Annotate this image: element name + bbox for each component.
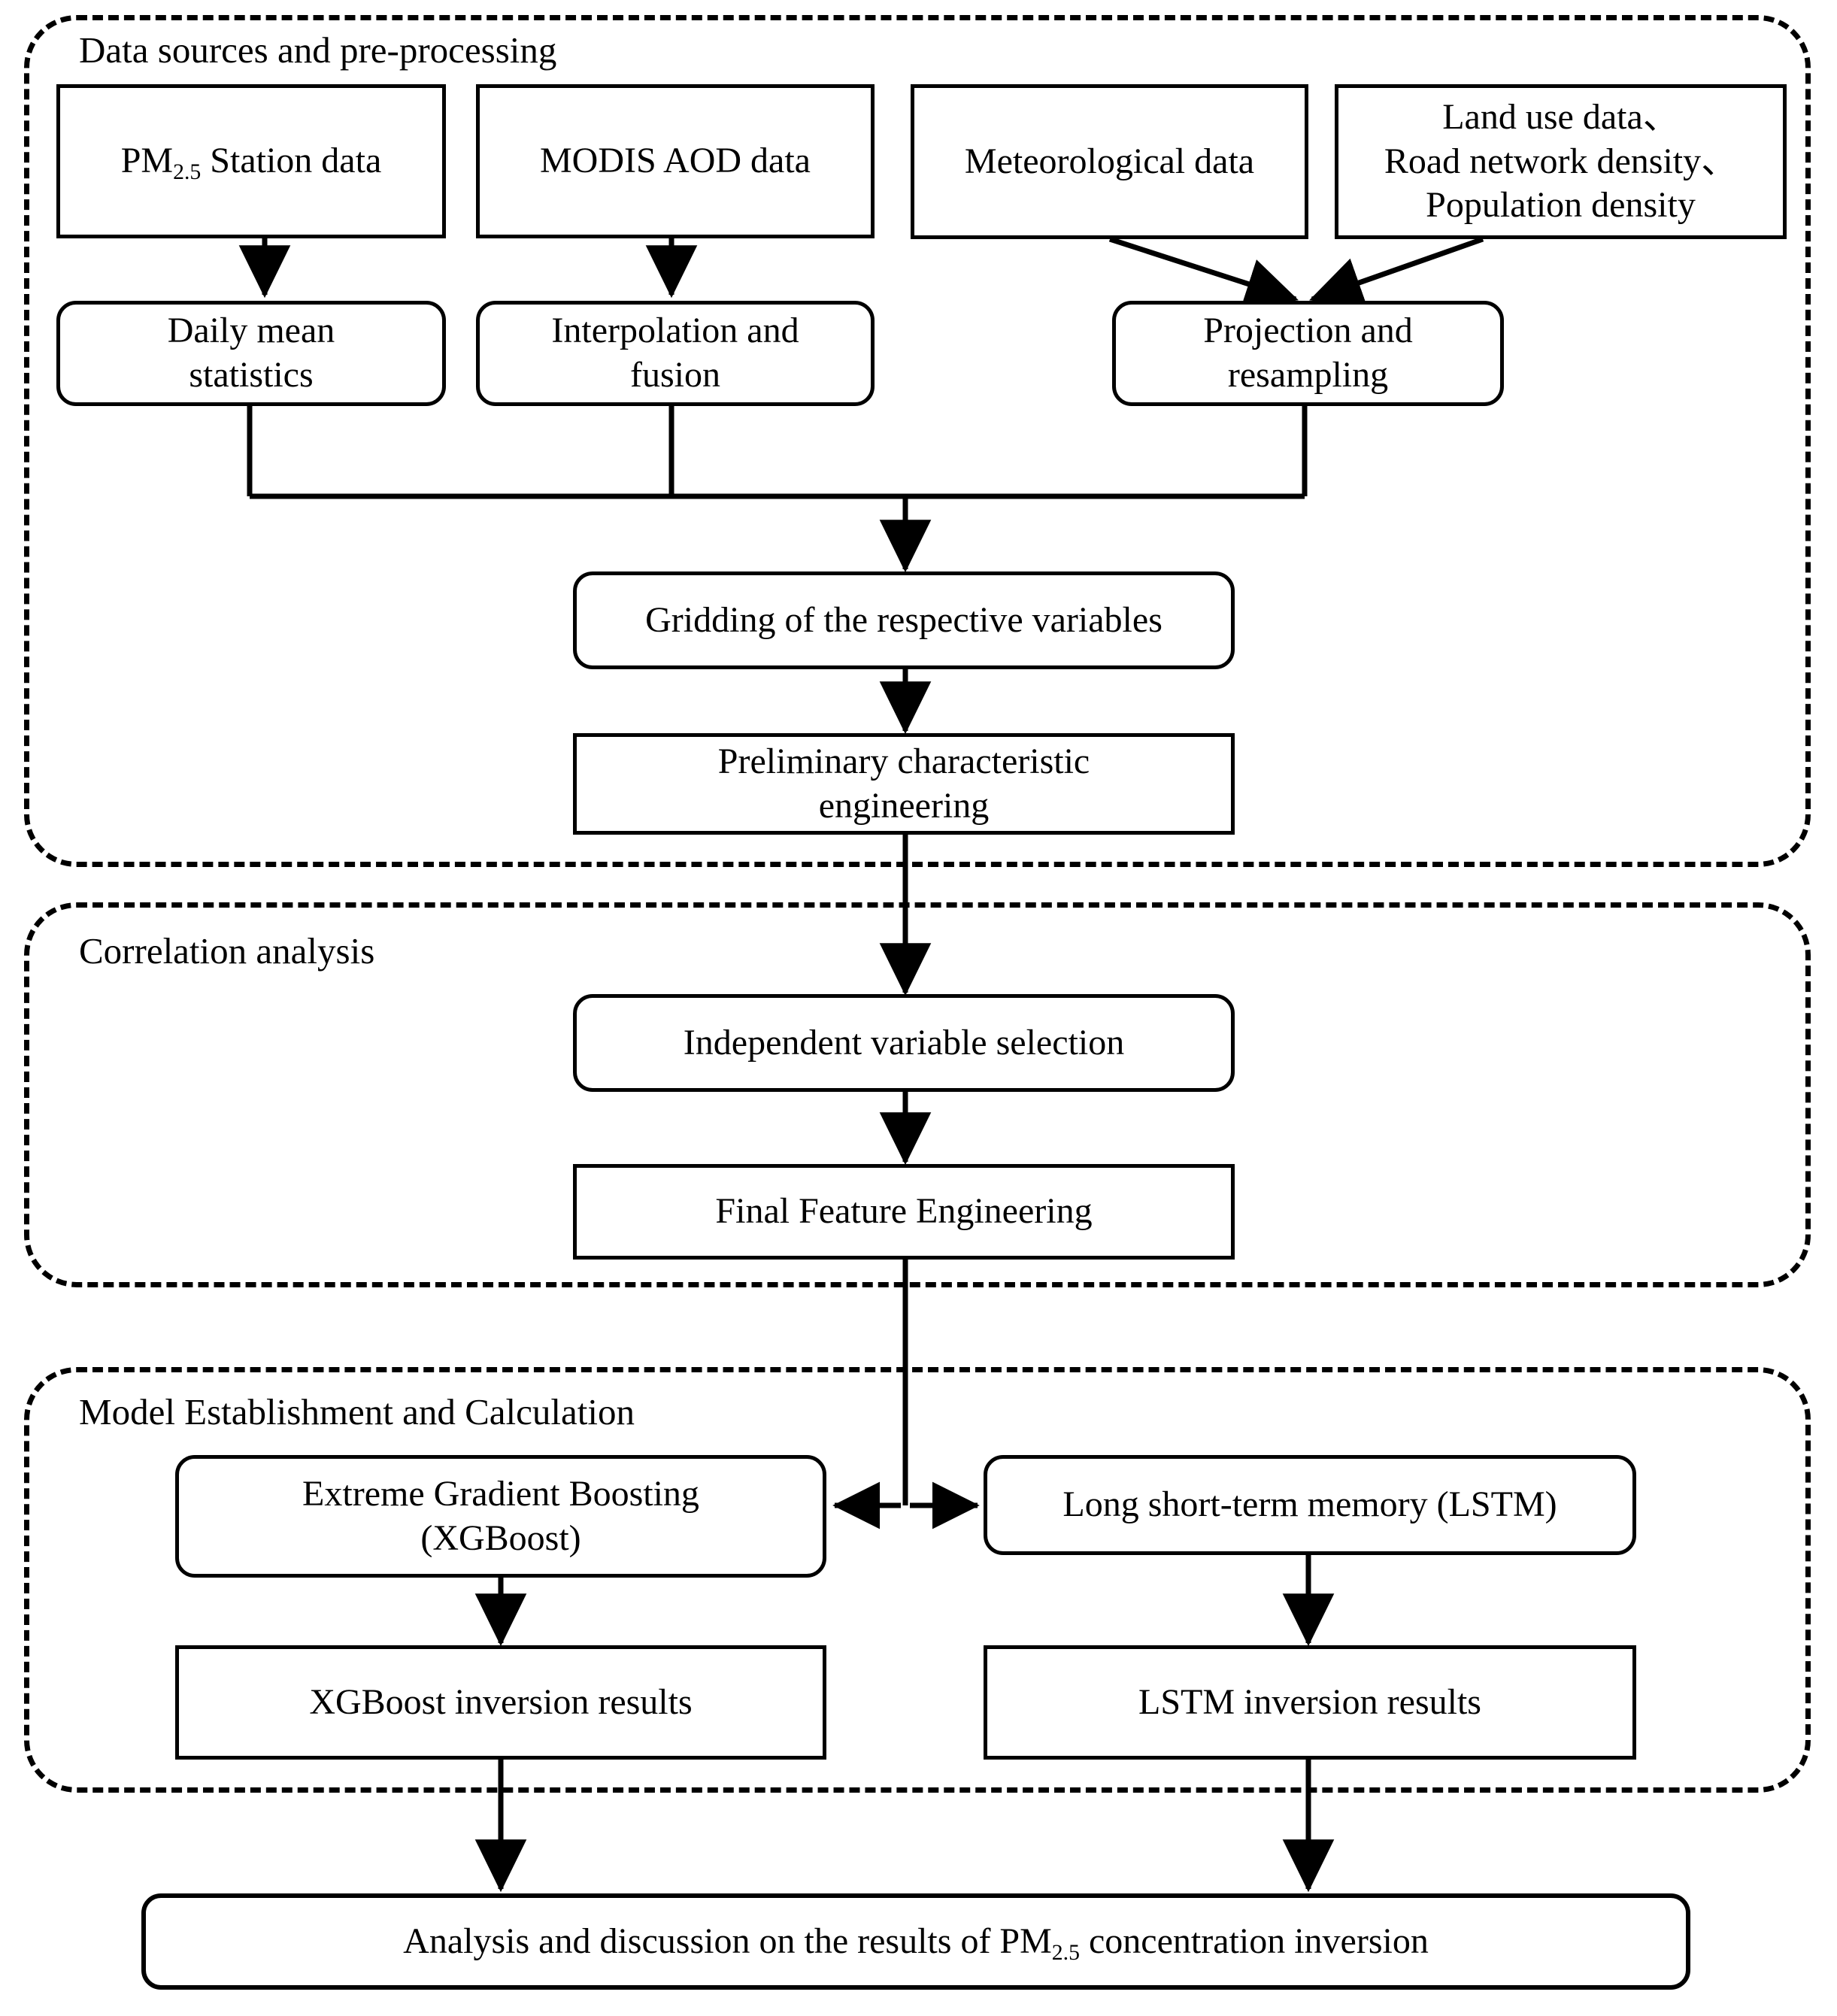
node-lstm-inversion-results[interactable]: LSTM inversion results: [984, 1645, 1636, 1760]
node-gridding-of-variables-label: Gridding of the respective variables: [645, 599, 1163, 640]
node-lstm-inversion-results-label: LSTM inversion results: [1138, 1681, 1481, 1722]
node-lstm-label: Long short-term memory (LSTM): [1062, 1484, 1557, 1525]
edge-ancillary-to-projection: [1309, 236, 1484, 308]
node-final-feature-engineering[interactable]: Final Feature Engineering: [573, 1164, 1235, 1260]
node-preliminary-characteristic-engineering[interactable]: Preliminary characteristic engineering: [573, 733, 1235, 835]
node-modis-aod-data-label: MODIS AOD data: [540, 141, 811, 181]
node-gridding-of-variables[interactable]: Gridding of the respective variables: [573, 571, 1235, 669]
group-correlation-analysis: [24, 902, 1811, 1287]
node-projection-and-resampling[interactable]: Projection and resampling: [1112, 301, 1504, 406]
node-projection-and-resampling-line1: Projection and: [1203, 311, 1413, 351]
node-final-analysis-label: Analysis and discussion on the results o…: [403, 1921, 1429, 1965]
node-daily-mean-statistics[interactable]: Daily mean statistics: [56, 301, 446, 406]
group-label-correlation-analysis: Correlation analysis: [79, 930, 375, 972]
node-xgboost-line1: Extreme Gradient Boosting: [302, 1473, 699, 1514]
node-ancillary-data[interactable]: Land use data、 Road network density、 Pop…: [1335, 84, 1787, 239]
node-modis-aod-data[interactable]: MODIS AOD data: [476, 84, 875, 238]
group-model-establishment: [24, 1367, 1811, 1793]
group-label-data-sources: Data sources and pre-processing: [79, 29, 557, 71]
group-data-sources: [24, 15, 1811, 867]
node-interpolation-and-fusion-line2: fusion: [630, 355, 720, 395]
edge-meteo-to-projection: [1108, 236, 1299, 309]
node-lstm[interactable]: Long short-term memory (LSTM): [984, 1455, 1636, 1555]
node-preliminary-line2: engineering: [818, 785, 990, 826]
node-pm25-station-data-label: PM2.5 Station data: [120, 141, 382, 185]
node-daily-mean-statistics-line2: statistics: [189, 355, 314, 395]
node-ancillary-data-line3: Population density: [1426, 185, 1696, 226]
node-xgboost[interactable]: Extreme Gradient Boosting (XGBoost): [175, 1455, 826, 1578]
node-daily-mean-statistics-line1: Daily mean: [167, 311, 335, 351]
node-final-feature-engineering-label: Final Feature Engineering: [715, 1191, 1093, 1232]
node-xgboost-line2: (XGBoost): [420, 1517, 581, 1558]
node-interpolation-and-fusion-line1: Interpolation and: [551, 311, 799, 351]
node-meteorological-data[interactable]: Meteorological data: [911, 84, 1308, 239]
node-ancillary-data-line2: Road network density、: [1384, 141, 1738, 181]
node-pm25-station-data[interactable]: PM2.5 Station data: [56, 84, 446, 238]
node-ancillary-data-line1: Land use data、: [1442, 97, 1679, 138]
node-independent-variable-selection[interactable]: Independent variable selection: [573, 994, 1235, 1092]
node-independent-variable-selection-label: Independent variable selection: [683, 1022, 1125, 1063]
node-meteorological-data-label: Meteorological data: [964, 141, 1255, 181]
node-projection-and-resampling-line2: resampling: [1227, 355, 1389, 395]
node-final-analysis[interactable]: Analysis and discussion on the results o…: [141, 1893, 1690, 1990]
node-preliminary-line1: Preliminary characteristic: [717, 741, 1090, 781]
group-label-model-establishment: Model Establishment and Calculation: [79, 1391, 635, 1432]
node-interpolation-and-fusion[interactable]: Interpolation and fusion: [476, 301, 875, 406]
node-xgboost-inversion-results-label: XGBoost inversion results: [309, 1681, 693, 1722]
node-xgboost-inversion-results[interactable]: XGBoost inversion results: [175, 1645, 826, 1760]
